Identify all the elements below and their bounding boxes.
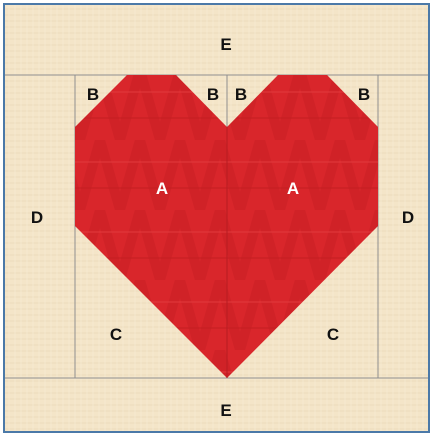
label-top-strip: E	[220, 35, 231, 54]
label-bottom-strip: E	[220, 401, 231, 420]
label-top-right-inner-corner: B	[235, 85, 247, 104]
label-heart-right: A	[287, 179, 299, 198]
label-top-left-inner-corner: B	[207, 85, 219, 104]
label-right-side: D	[402, 208, 414, 227]
label-top-right-outer-corner: B	[358, 85, 370, 104]
label-bottom-left-triangle: C	[110, 325, 122, 344]
label-left-side: D	[31, 208, 43, 227]
label-top-left-outer-corner: B	[87, 85, 99, 104]
label-bottom-right-triangle: C	[327, 325, 339, 344]
label-heart-left: A	[156, 179, 168, 198]
